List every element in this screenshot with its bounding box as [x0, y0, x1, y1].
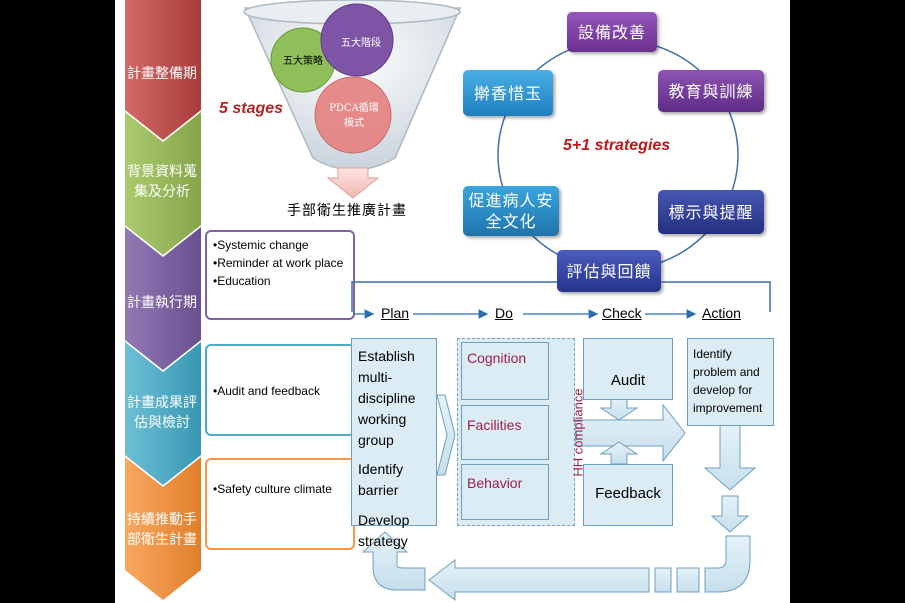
sustain-detail-1: •Safety culture climate — [213, 482, 332, 496]
phase-label-5: 持續推動手部衛生計畫 — [127, 512, 197, 548]
plan-item-3: Develop strategy — [358, 512, 410, 549]
funnel-circle-stages — [320, 3, 394, 77]
strategy-equipment: 設備改善 — [567, 12, 657, 52]
diagram-canvas: 計畫整備期 背景資料蒐集及分析 計畫執行期 計畫成果評估與檢討 持續推動手部衛生… — [115, 0, 790, 603]
pdca-connectors — [351, 281, 771, 602]
strategy-signage: 標示與提醒 — [658, 190, 764, 234]
funnel-circle-pdca — [314, 76, 392, 154]
phase-label-3: 計畫執行期 — [127, 295, 197, 311]
strategy-evaluation-feedback: 評估與回饋 — [557, 250, 661, 292]
phase-chevron-3 — [125, 227, 201, 370]
do-cognition-box — [461, 342, 549, 400]
pdca-header-do: Do — [495, 305, 513, 321]
evaluation-detail-box: •Audit and feedback — [205, 344, 355, 436]
evaluation-detail-1: •Audit and feedback — [213, 384, 320, 398]
strategy-education: 教育與訓練 — [658, 70, 764, 112]
phase-chevron-4 — [125, 342, 201, 485]
execution-detail-1: •Systemic change — [213, 238, 309, 252]
check-item-audit: Audit — [610, 372, 646, 389]
funnel-output-label: 手部衛生推廣計畫 — [287, 203, 407, 219]
action-box — [687, 338, 774, 426]
strategies-center-label: 5+1 strategies — [563, 137, 671, 154]
funnel-circle2-label: 五大階段 — [341, 38, 381, 49]
phase-chevron-2 — [125, 112, 201, 255]
do-item-behavior: Behavior — [467, 475, 523, 491]
pdca-header-action: Action — [702, 305, 741, 321]
do-item-cognition: Cognition — [467, 350, 527, 366]
funnel-circle1-label: 五大策略 — [283, 56, 323, 67]
check-item-feedback: Feedback — [595, 485, 661, 502]
funnel-circle3-label: PDCA循環模式 — [329, 103, 379, 129]
execution-detail-box: •Systemic change •Reminder at work place… — [205, 230, 355, 320]
strategy-cherish: 擀香惜玉 — [463, 70, 553, 116]
sustain-detail-box: •Safety culture climate — [205, 458, 355, 550]
phase-label-2: 背景資料蒐集及分析 — [127, 164, 197, 200]
plan-item-2: Identify barrier — [358, 461, 404, 498]
plan-item-1: Establish multi-discipline working group — [358, 348, 416, 448]
pdca-header-check: Check — [602, 305, 642, 321]
check-audit-box — [583, 338, 673, 400]
funnel-down-arrow — [326, 167, 380, 199]
strategy-safety-culture: 促進病人安全文化 — [463, 186, 559, 236]
check-feedback-box — [583, 464, 673, 526]
five-stages-label: 5 stages — [219, 100, 284, 117]
do-facilities-box — [461, 405, 549, 460]
pdca-header-plan: Plan — [381, 305, 410, 321]
phase-chevrons — [125, 0, 201, 600]
phase-label-1: 計畫整備期 — [127, 66, 197, 82]
do-behavior-box — [461, 464, 549, 520]
execution-detail-3: •Education — [213, 274, 271, 288]
execution-detail-2: •Reminder at work place — [213, 256, 344, 270]
action-text: Identify problem and develop for improve… — [693, 347, 763, 415]
funnel-graphic — [243, 0, 462, 199]
phase-chevron-5 — [125, 457, 201, 600]
phase-chevron-1 — [125, 0, 201, 140]
do-item-facilities: Facilities — [467, 417, 522, 433]
plan-box — [351, 338, 437, 526]
phase-label-4: 計畫成果評估與檢討 — [127, 395, 197, 431]
